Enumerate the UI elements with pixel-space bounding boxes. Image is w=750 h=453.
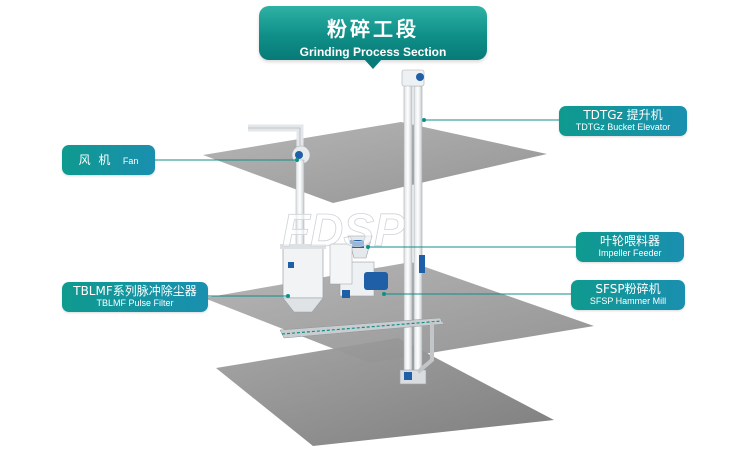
pulse-filter [280, 244, 326, 313]
label-bucket-elevator: TDTGz 提升机 TDTGz Bucket Elevator [559, 106, 687, 136]
label-hammer-mill-en: SFSP Hammer Mill [589, 296, 667, 306]
label-bucket-elevator-cn: TDTGz 提升机 [583, 108, 663, 122]
bucket-elevator [399, 69, 427, 385]
screw-conveyor [279, 317, 445, 374]
title-pointer [364, 59, 382, 69]
ground-floor [216, 338, 554, 446]
label-fan-cn: 风 机 [78, 153, 113, 167]
label-impeller-feeder-cn: 叶轮喂料器 [599, 234, 660, 248]
section-title-en: Grinding Process Section [299, 45, 447, 59]
middle-floor [204, 262, 594, 363]
label-fan-en: Fan [122, 156, 139, 166]
label-hammer-mill: SFSP粉碎机 SFSP Hammer Mill [571, 280, 685, 310]
top-floor [203, 122, 547, 203]
section-title-banner: 粉碎工段 Grinding Process Section [259, 6, 487, 60]
label-impeller-feeder: 叶轮喂料器 Impeller Feeder [576, 232, 684, 262]
hammer-mill-unit [329, 235, 388, 298]
label-pulse-filter-cn: TBLMF系列脉冲除尘器 [73, 284, 197, 298]
watermark-logo: FDSP [282, 204, 405, 256]
label-pulse-filter: TBLMF系列脉冲除尘器 TBLMF Pulse Filter [62, 282, 208, 312]
leader-lines [155, 119, 576, 297]
label-pulse-filter-en: TBLMF Pulse Filter [96, 298, 174, 308]
label-hammer-mill-cn: SFSP粉碎机 [595, 282, 661, 296]
fan-unit [248, 124, 311, 256]
label-bucket-elevator-en: TDTGz Bucket Elevator [575, 122, 671, 132]
leader-dots [286, 118, 426, 298]
section-title-cn: 粉碎工段 [327, 17, 419, 41]
label-fan: 风 机 Fan [62, 145, 155, 175]
label-impeller-feeder-en: Impeller Feeder [598, 248, 662, 258]
